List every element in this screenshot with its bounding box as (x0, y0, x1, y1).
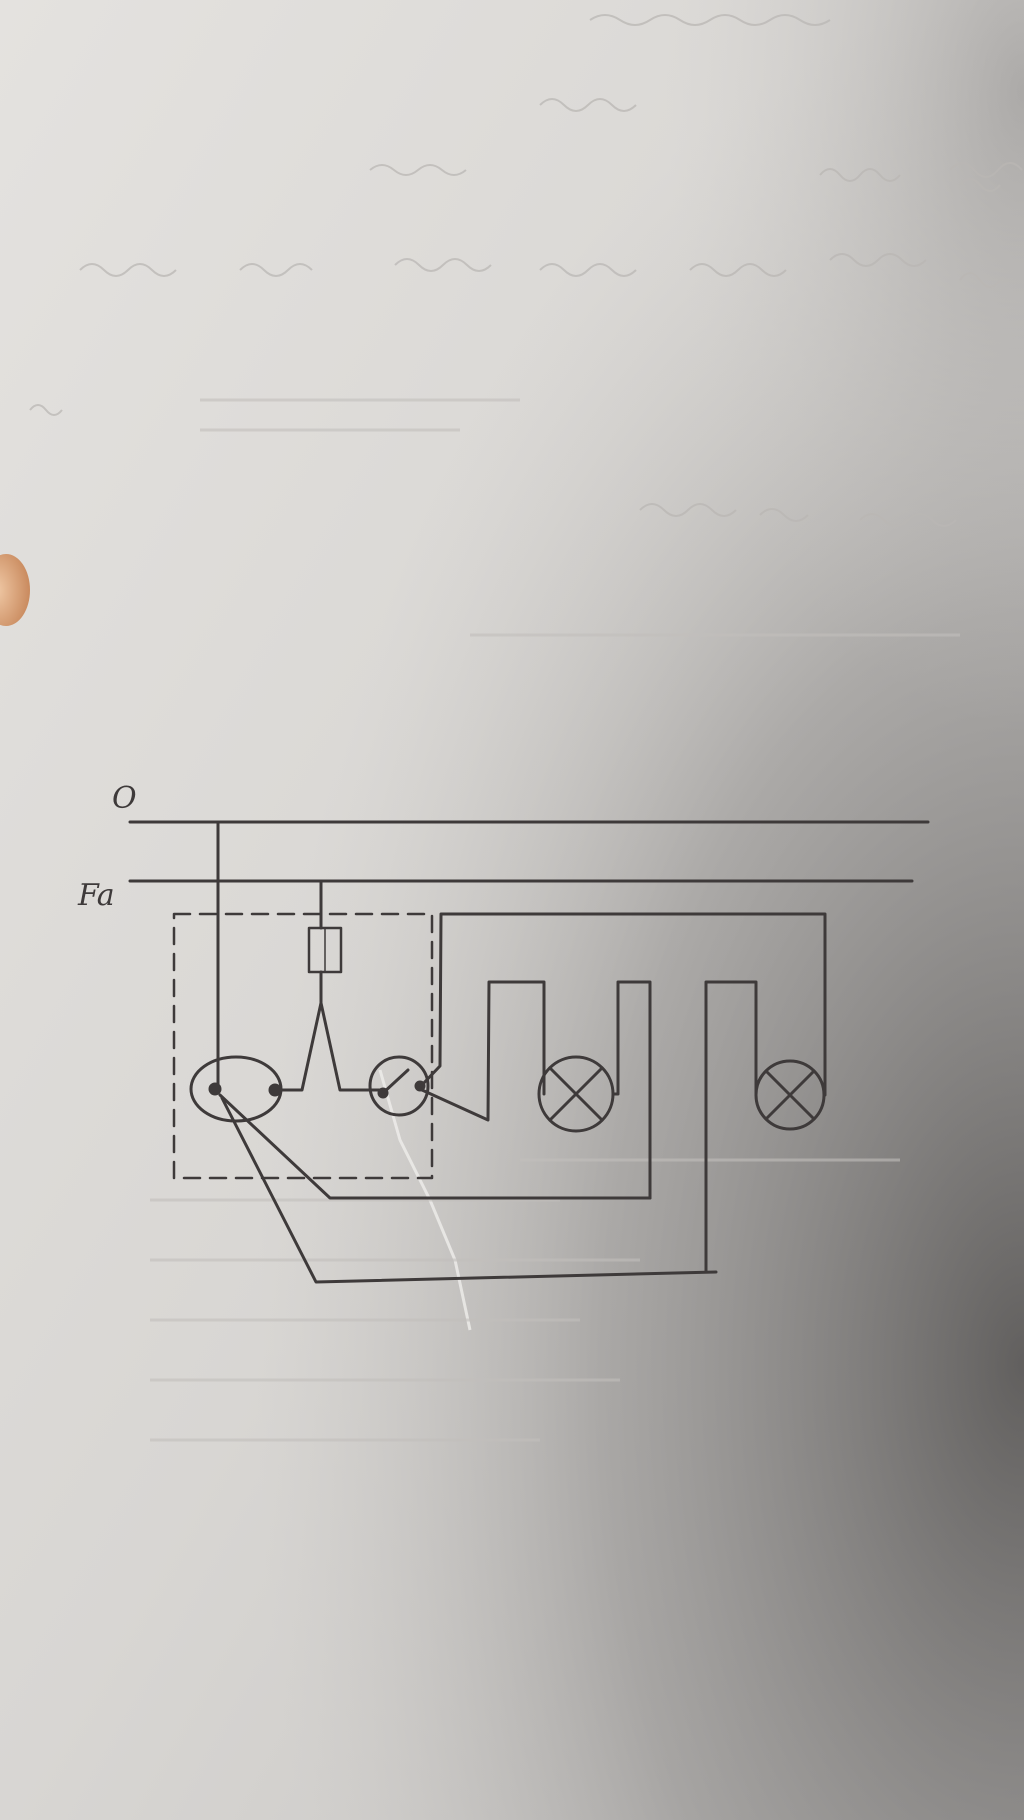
return-wire-2 (220, 1096, 718, 1284)
lamp-2-wire (704, 980, 758, 1274)
show-through-print (150, 398, 960, 1442)
neutral-label: O (112, 781, 137, 816)
phase-label: Fa (77, 878, 115, 913)
switch-icon (368, 1055, 430, 1117)
fingertip (0, 554, 30, 626)
switch-to-outer-wire (419, 912, 827, 1097)
lamp-2-icon (754, 1059, 826, 1131)
fuse-icon (307, 926, 343, 974)
return-wire-1 (218, 1093, 652, 1200)
switch-to-lamp-wire (420, 980, 546, 1122)
circuit-diagram (128, 820, 930, 1284)
panel-box (172, 912, 434, 1180)
fuse-to-switch-wire (319, 1001, 382, 1092)
lamp-1-wire (611, 980, 652, 1200)
socket-icon (189, 1055, 283, 1123)
fuse-split-wire (274, 1001, 323, 1092)
show-through-writing (29, 14, 1023, 527)
